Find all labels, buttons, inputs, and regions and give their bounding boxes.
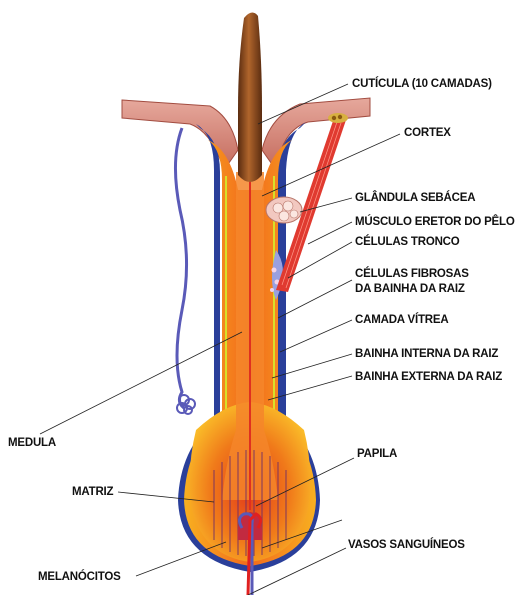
muscle-anchor bbox=[328, 113, 348, 123]
label-vitrea: CAMADA VÍTREA bbox=[355, 313, 448, 326]
label-melanocitos: MELANÓCITOS bbox=[38, 570, 121, 583]
vein-left bbox=[175, 128, 186, 408]
label-glandula: GLÂNDULA SEBÁCEA bbox=[355, 191, 475, 204]
sebaceous-gland bbox=[266, 197, 302, 223]
vein-coil bbox=[177, 395, 195, 414]
label-fibrosas-1: CÉLULAS FIBROSAS bbox=[355, 267, 469, 280]
label-cuticula: CUTÍCULA (10 CAMADAS) bbox=[352, 77, 492, 90]
label-vasos: VASOS SANGUÍNEOS bbox=[348, 538, 465, 551]
label-celulas-tronco: CÉLULAS TRONCO bbox=[355, 235, 460, 248]
label-medula: MEDULA bbox=[8, 437, 56, 449]
label-matriz: MATRIZ bbox=[72, 486, 114, 498]
label-interna: BAINHA INTERNA DA RAIZ bbox=[355, 348, 498, 360]
label-fibrosas-2: DA BAINHA DA RAIZ bbox=[355, 283, 465, 295]
label-externa: BAINHA EXTERNA DA RAIZ bbox=[355, 371, 502, 383]
hair-shaft bbox=[238, 12, 262, 182]
label-papila: PAPILA bbox=[357, 448, 397, 460]
label-musculo: MÚSCULO ERETOR DO PÊLO bbox=[355, 215, 515, 228]
label-cortex: CORTEX bbox=[404, 127, 451, 139]
